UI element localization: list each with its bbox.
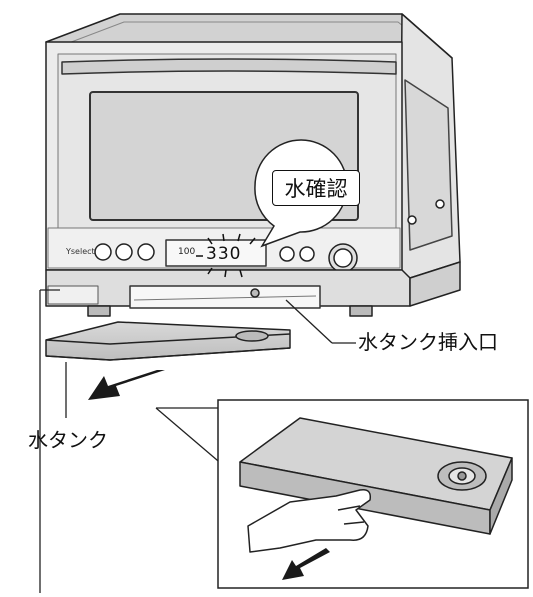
panel-button: [137, 243, 155, 261]
tank-slot-leader: [285, 299, 333, 344]
zoom-leader-lower: [155, 407, 225, 467]
lcd-flash-marks: [196, 233, 256, 278]
hand-illustration: [247, 488, 372, 553]
water-tank: [45, 321, 291, 361]
panel-button: [279, 246, 295, 262]
brand-label: Yselect: [66, 247, 95, 256]
lcd-temp: 100: [178, 247, 196, 257]
lcd-time: 330: [206, 244, 242, 264]
lcd-display: [165, 239, 267, 267]
panel-button: [94, 243, 112, 261]
door-handle: [61, 58, 397, 75]
pull-arrow: [88, 370, 165, 400]
tank-slot-label: 水タンク挿入口: [358, 330, 498, 354]
panel-button: [115, 243, 133, 261]
water-check-label: 水確認: [272, 170, 360, 206]
panel-button: [299, 246, 315, 262]
water-tank-label: 水タンク: [28, 428, 108, 452]
tank-slot: [129, 285, 321, 309]
oven: [45, 13, 461, 317]
inset-pull-arrow: [282, 548, 330, 580]
